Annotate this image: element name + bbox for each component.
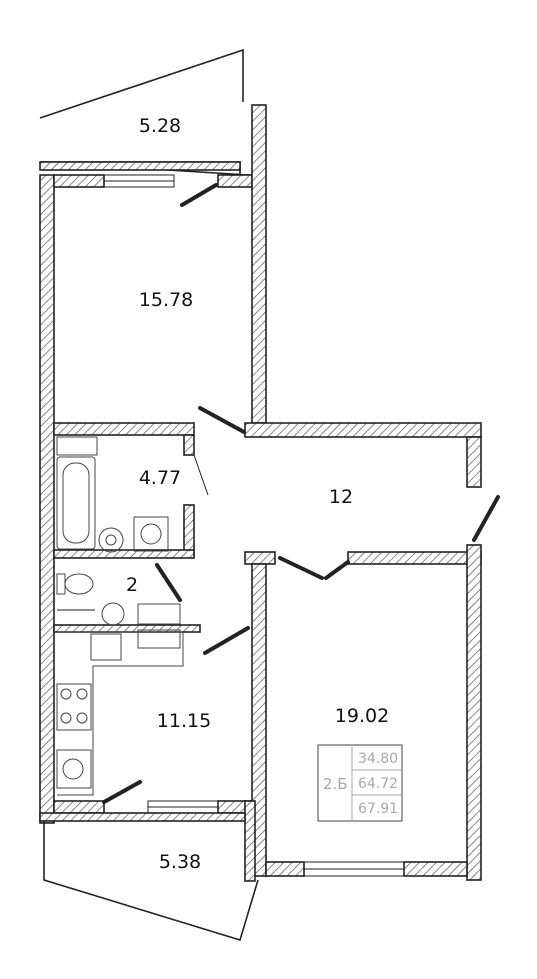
balcony-top-rail (39, 161, 241, 171)
balcony-bottom-outline (43, 821, 259, 942)
outer-wall-left (39, 174, 55, 824)
room-area-bedroom: 15.78 (139, 289, 193, 311)
living-door-right (324, 560, 350, 580)
living-right-wall (466, 544, 482, 881)
kitchen-counter-icon (57, 631, 184, 796)
legend-total-area: 64.72 (358, 776, 398, 792)
bathtub-icon (56, 456, 96, 550)
bedroom-balcony-door (180, 183, 218, 207)
toilet-icon (56, 573, 94, 595)
bedroom-right-wall (251, 104, 267, 424)
room-area-hall: 12 (329, 486, 353, 508)
washing-machine-icon (133, 516, 169, 552)
kitchen-door (203, 626, 250, 655)
living-left-wall (251, 563, 267, 877)
living-bottom-wall-right (403, 861, 468, 877)
bedroom-door (198, 406, 246, 434)
room-area-living: 19.02 (335, 705, 389, 727)
kitchen-sink-icon (90, 633, 122, 661)
living-top-wall-right (347, 551, 482, 565)
legend-total-with-balconies: 67.91 (358, 801, 398, 817)
bathroom-top-wall (53, 422, 195, 436)
entrance-door (472, 495, 500, 542)
room-area-bathroom: 4.77 (139, 467, 181, 489)
bedroom-top-wall-right (217, 174, 253, 188)
legend-apartment-type: 2.Б (323, 775, 348, 793)
stove-icon (56, 683, 92, 731)
hall-right-wall (466, 436, 482, 488)
wc-sink-icon (101, 602, 125, 626)
wc-kitchen-wall (53, 624, 201, 633)
wc-shelf-icon (137, 603, 181, 649)
legend-living-area: 34.80 (358, 751, 398, 767)
living-top-wall-left (244, 551, 276, 565)
bathroom-shelf-icon (56, 436, 98, 456)
balcony-bottom-rail (39, 812, 246, 822)
kitchen-bottom-wall-left (53, 800, 105, 814)
bathroom-right-wall-top (183, 434, 195, 456)
bathroom-wc-wall (53, 549, 195, 559)
hall-top-wall (244, 422, 482, 438)
kitchen-balcony-door (102, 780, 142, 804)
kitchen-right-wall (244, 800, 256, 882)
area-legend: 2.Б 34.80 64.72 67.91 (317, 744, 403, 822)
fridge-icon (56, 749, 92, 789)
living-bottom-wall-left (265, 861, 305, 877)
room-area-balcony-top: 5.28 (139, 115, 181, 137)
bathroom-door (193, 454, 209, 496)
bathroom-right-wall-bottom (183, 504, 195, 556)
room-area-kitchen: 11.15 (157, 710, 211, 732)
room-area-wc: 2 (126, 574, 138, 596)
bedroom-top-wall-left (53, 174, 105, 188)
living-door-left (278, 556, 324, 580)
washbasin-icon (98, 527, 124, 553)
balcony-top-outline (39, 48, 249, 176)
room-area-balcony-bottom: 5.38 (159, 851, 201, 873)
wc-door (155, 563, 182, 602)
